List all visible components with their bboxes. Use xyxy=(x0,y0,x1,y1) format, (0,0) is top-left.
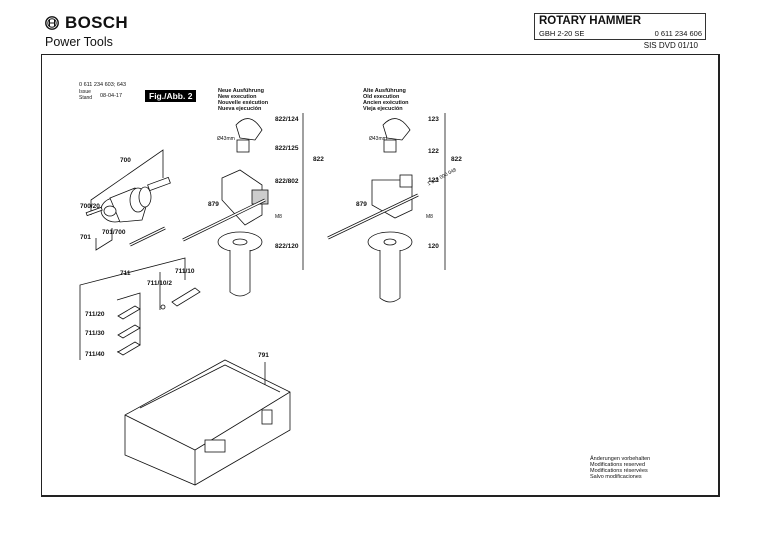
issue-label: Issue xyxy=(79,89,91,95)
part-label-711-10: 711/10 xyxy=(175,268,195,275)
brand-subtitle: Power Tools xyxy=(45,35,113,49)
caption-line: Vieja ejecución xyxy=(363,106,403,112)
old-execution-caption: Alte Ausführung Old execution Ancien exé… xyxy=(363,88,409,112)
new-dimension-label: Ø43mm xyxy=(217,136,235,142)
part-label-711-30: 711/30 xyxy=(85,330,105,337)
part-label-711-20: 711/20 xyxy=(85,311,105,318)
drill-chuck-drawing xyxy=(100,186,152,223)
bits-drawing xyxy=(117,287,201,356)
bit-bracket xyxy=(79,257,186,360)
part-label-121: 121 xyxy=(428,177,439,184)
part-label-879-old: 879 xyxy=(356,201,367,208)
chuck-bracket xyxy=(90,149,164,215)
part-label-701: 701 xyxy=(80,234,91,241)
old-dimension-label: Ø43mm xyxy=(369,136,387,142)
note-line: Modifications reserved xyxy=(590,462,646,468)
issue-date: 08-04-17 xyxy=(100,93,123,99)
note-line: Modifications réservées xyxy=(590,468,648,474)
part-label-822-124: 822/124 xyxy=(275,116,299,123)
caption-line: Old execution xyxy=(363,94,400,100)
brand-header: BOSCH xyxy=(45,13,128,33)
note-line: Salvo modificaciones xyxy=(590,474,642,480)
part-label-701-700: 701/700 xyxy=(102,229,126,236)
part-label-123: 123 xyxy=(428,116,439,123)
new-thread-label: M8 xyxy=(275,214,282,220)
part-label-700-20: 700/20 xyxy=(80,203,100,210)
caption-line: Nueva ejecución xyxy=(218,106,262,112)
stand-label: Stand xyxy=(79,94,93,101)
part-label-711-10-2: 711/10/2 xyxy=(147,280,172,287)
part-label-822-old: 822 xyxy=(451,156,462,163)
caption-line: Ancien exécution xyxy=(363,100,409,106)
part-label-711-40: 711/40 xyxy=(85,351,105,358)
diagram-frame xyxy=(41,54,720,497)
part-label-822-802: 822/802 xyxy=(275,178,299,185)
tool-model: GBH 2-20 SE xyxy=(539,29,585,38)
new-execution-caption: Neue Ausführung New execution Nouvelle e… xyxy=(218,88,268,112)
part-label-822-new: 822 xyxy=(313,156,324,163)
part-label-711: 711 xyxy=(120,270,131,277)
source-label: SIS DVD 01/10 xyxy=(643,41,698,50)
old-thread-label: M8 xyxy=(426,214,433,220)
part-label-120: 120 xyxy=(428,243,439,250)
caption-line: Alte Ausführung xyxy=(363,88,406,94)
sds-adapter-drawing xyxy=(147,176,171,192)
modifications-note: Änderungen vorbehalten Modifications res… xyxy=(590,456,650,480)
caption-line: Neue Ausführung xyxy=(218,88,264,94)
part-label-700: 700 xyxy=(120,157,131,164)
tool-part-number: 0 611 234 606 xyxy=(654,29,702,38)
doc-numbers: 0 611 234 603; 643 xyxy=(79,82,126,88)
chuck-subbracket xyxy=(95,228,113,251)
title-block: ROTARY HAMMER GBH 2-20 SE 0 611 234 606 xyxy=(534,13,706,40)
part-label-791: 791 xyxy=(258,352,269,359)
issue-stand-labels: Issue Stand xyxy=(79,89,93,101)
figure-badge: Fig./Abb. 2 xyxy=(145,90,197,102)
tool-title: ROTARY HAMMER xyxy=(539,15,642,27)
bosch-armature-icon xyxy=(45,16,59,30)
caption-line: Nouvelle exécution xyxy=(218,100,269,106)
part-label-122: 122 xyxy=(428,148,439,155)
caption-line: New execution xyxy=(218,94,257,100)
old-side-handle-drawing xyxy=(327,118,419,303)
part-label-822-120: 822/120 xyxy=(275,243,299,250)
part-label-822-125: 822/125 xyxy=(275,145,299,152)
brand-name: BOSCH xyxy=(65,13,128,32)
carrying-case-drawing xyxy=(124,359,291,486)
new-side-handle-drawing xyxy=(182,118,269,297)
note-line: Änderungen vorbehalten xyxy=(590,456,651,462)
screw-drawing xyxy=(85,206,103,217)
part-label-879-new: 879 xyxy=(208,201,219,208)
